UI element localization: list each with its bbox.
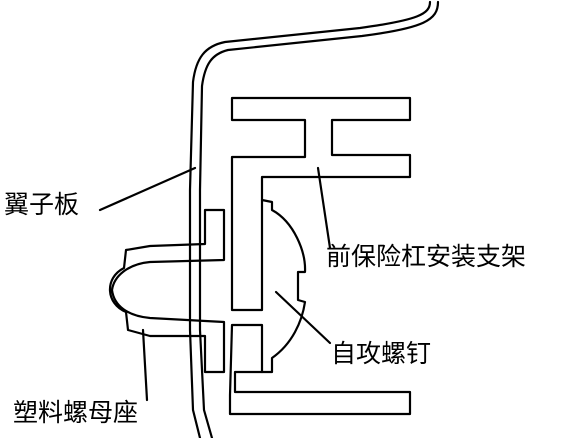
fender-panel-outer bbox=[188, 0, 432, 438]
label-bumper-bracket: 前保险杠安装支架 bbox=[326, 242, 527, 271]
leader-line-bumper-bracket bbox=[316, 166, 332, 250]
leader-line-fender bbox=[98, 166, 197, 212]
label-plastic-nut-seat: 塑料螺母座 bbox=[13, 398, 139, 427]
leader-line-nut-seat bbox=[141, 328, 149, 402]
bumper-bracket-upper bbox=[230, 96, 412, 312]
label-fender: 翼子板 bbox=[4, 190, 80, 219]
fender-panel-inner bbox=[198, 0, 440, 438]
self-tapping-screw bbox=[260, 198, 307, 374]
plastic-nut-seat bbox=[108, 208, 226, 374]
leader-line-screw bbox=[274, 290, 332, 345]
bumper-bracket-lower bbox=[228, 323, 412, 416]
label-self-tapping-screw: 自攻螺钉 bbox=[331, 339, 432, 368]
